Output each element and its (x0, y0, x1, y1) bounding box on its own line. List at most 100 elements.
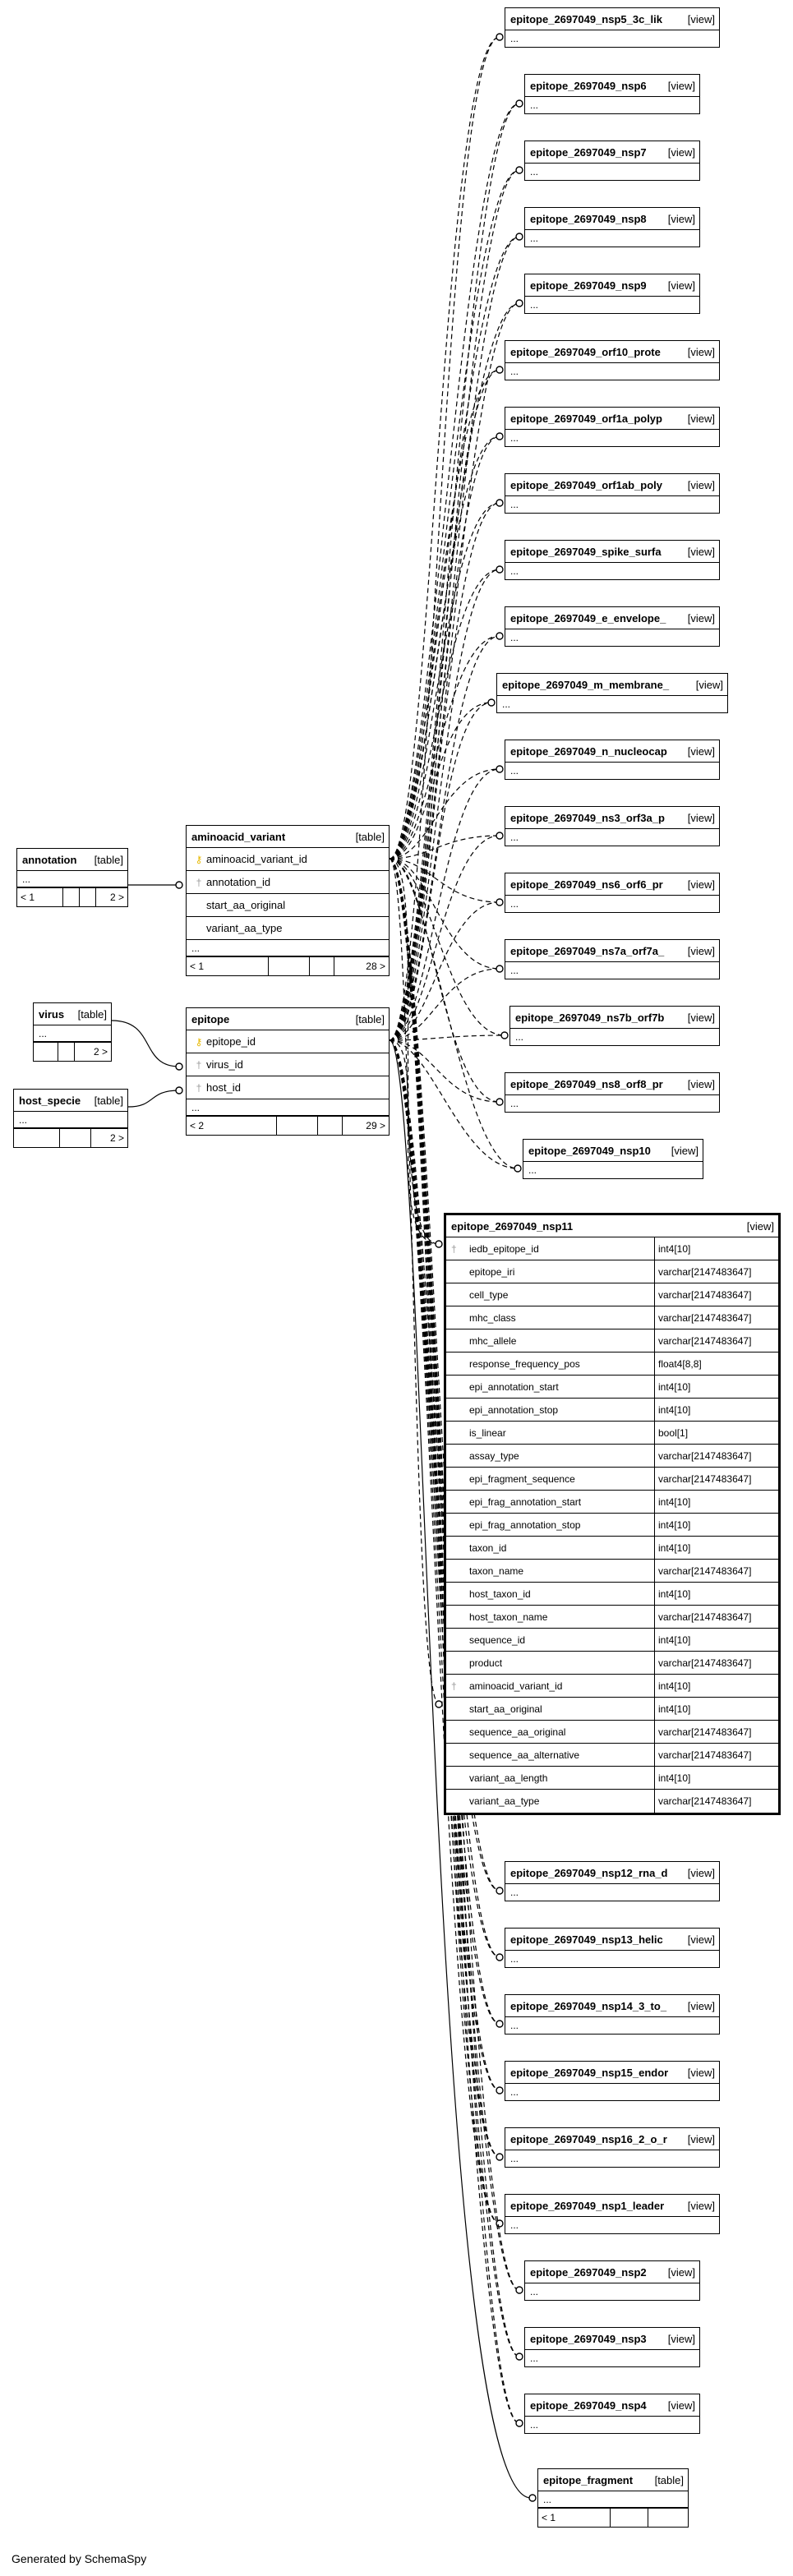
aminoacid-variant-column[interactable]: †annotation_id (187, 871, 389, 894)
view-epitope-2697049-nsp2-table[interactable]: epitope_2697049_nsp2[view]... (524, 2260, 700, 2301)
view-epitope-2697049-m-membrane--table[interactable]: epitope_2697049_m_membrane_[view]... (496, 673, 728, 713)
view-epitope-2697049-ns7b-orf7b-title[interactable]: epitope_2697049_ns7b_orf7b (515, 1011, 665, 1024)
host-specie-header[interactable]: host_specie[table] (14, 1090, 127, 1112)
aminoacid-variant-column[interactable]: start_aa_original (187, 894, 389, 917)
epitope-fragment-table[interactable]: epitope_fragment[table]...< 1 (537, 2468, 689, 2528)
view-epitope-2697049-ns8-orf8-pr-table[interactable]: epitope_2697049_ns8_orf8_pr[view]... (505, 1072, 720, 1113)
view-epitope-2697049-nsp16-2-o-r-header[interactable]: epitope_2697049_nsp16_2_o_r[view] (505, 2128, 719, 2150)
view-epitope-2697049-nsp4-title[interactable]: epitope_2697049_nsp4 (530, 2399, 647, 2412)
view-epitope-2697049-nsp6-header[interactable]: epitope_2697049_nsp6[view] (525, 75, 699, 97)
view-epitope-2697049-ns6-orf6-pr-title[interactable]: epitope_2697049_ns6_orf6_pr (510, 878, 663, 891)
view-epitope-2697049-ns6-orf6-pr-table[interactable]: epitope_2697049_ns6_orf6_pr[view]... (505, 873, 720, 913)
view-epitope-2697049-m-membrane--title[interactable]: epitope_2697049_m_membrane_ (502, 678, 670, 691)
view-epitope-2697049-nsp1-leader-title[interactable]: epitope_2697049_nsp1_leader (510, 2199, 665, 2212)
view-epitope-2697049-orf1a-polyp-header[interactable]: epitope_2697049_orf1a_polyp[view] (505, 408, 719, 430)
view-epitope-2697049-nsp3-table[interactable]: epitope_2697049_nsp3[view]... (524, 2327, 700, 2367)
epitope-table[interactable]: epitope[table]⚷epitope_id†virus_id†host_… (186, 1007, 390, 1136)
view-epitope-2697049-nsp13-helic-table[interactable]: epitope_2697049_nsp13_helic[view]... (505, 1928, 720, 1968)
epitope-column[interactable]: †host_id (187, 1076, 389, 1099)
view-epitope-2697049-nsp7-table[interactable]: epitope_2697049_nsp7[view]... (524, 141, 700, 181)
view-epitope-2697049-n-nucleocap-table[interactable]: epitope_2697049_n_nucleocap[view]... (505, 740, 720, 780)
annotation-header[interactable]: annotation[table] (17, 849, 127, 871)
view-epitope-2697049-nsp8-title[interactable]: epitope_2697049_nsp8 (530, 212, 647, 225)
view-epitope-2697049-nsp2-title[interactable]: epitope_2697049_nsp2 (530, 2265, 647, 2279)
view-epitope-2697049-nsp5-3c-lik-table[interactable]: epitope_2697049_nsp5_3c_lik[view]... (505, 7, 720, 48)
epitope-column[interactable]: †virus_id (187, 1053, 389, 1076)
virus-title[interactable]: virus (39, 1007, 65, 1021)
view-epitope-2697049-orf1ab-poly-title[interactable]: epitope_2697049_orf1ab_poly (510, 478, 662, 491)
view-epitope-2697049-orf1a-polyp-title[interactable]: epitope_2697049_orf1a_polyp (510, 412, 662, 425)
view-epitope-2697049-nsp15-endor-table[interactable]: epitope_2697049_nsp15_endor[view]... (505, 2061, 720, 2101)
aminoacid-variant-column[interactable]: variant_aa_type (187, 917, 389, 940)
view-epitope-2697049-nsp4-header[interactable]: epitope_2697049_nsp4[view] (525, 2394, 699, 2417)
view-epitope-2697049-nsp3-header[interactable]: epitope_2697049_nsp3[view] (525, 2328, 699, 2350)
view-epitope-2697049-nsp10-header[interactable]: epitope_2697049_nsp10[view] (523, 1140, 703, 1162)
view-epitope-2697049-nsp16-2-o-r-table[interactable]: epitope_2697049_nsp16_2_o_r[view]... (505, 2127, 720, 2168)
view-epitope-2697049-m-membrane--header[interactable]: epitope_2697049_m_membrane_[view] (497, 674, 727, 696)
view-epitope-2697049-n-nucleocap-title[interactable]: epitope_2697049_n_nucleocap (510, 744, 667, 758)
view-epitope-2697049-nsp7-header[interactable]: epitope_2697049_nsp7[view] (525, 141, 699, 164)
view-epitope-2697049-nsp7-title[interactable]: epitope_2697049_nsp7 (530, 145, 647, 159)
view-epitope-2697049-nsp1-leader-header[interactable]: epitope_2697049_nsp1_leader[view] (505, 2195, 719, 2217)
epitope-header[interactable]: epitope[table] (187, 1008, 389, 1030)
view-epitope-2697049-nsp11-title[interactable]: epitope_2697049_nsp11 (451, 1219, 574, 1233)
view-epitope-2697049-orf10-prote-title[interactable]: epitope_2697049_orf10_prote (510, 345, 661, 358)
view-epitope-2697049-nsp15-endor-header[interactable]: epitope_2697049_nsp15_endor[view] (505, 2062, 719, 2084)
view-epitope-2697049-orf1ab-poly-header[interactable]: epitope_2697049_orf1ab_poly[view] (505, 474, 719, 496)
view-epitope-2697049-ns7a-orf7a--table[interactable]: epitope_2697049_ns7a_orf7a_[view]... (505, 939, 720, 979)
virus-table[interactable]: virus[table]...2 > (33, 1002, 112, 1062)
view-epitope-2697049-nsp1-leader-table[interactable]: epitope_2697049_nsp1_leader[view]... (505, 2194, 720, 2234)
view-epitope-2697049-nsp3-title[interactable]: epitope_2697049_nsp3 (530, 2332, 647, 2345)
view-epitope-2697049-nsp10-table[interactable]: epitope_2697049_nsp10[view]... (523, 1139, 703, 1179)
view-epitope-2697049-n-nucleocap-header[interactable]: epitope_2697049_n_nucleocap[view] (505, 740, 719, 763)
view-epitope-2697049-nsp8-header[interactable]: epitope_2697049_nsp8[view] (525, 208, 699, 230)
view-epitope-2697049-nsp2-header[interactable]: epitope_2697049_nsp2[view] (525, 2261, 699, 2283)
view-epitope-2697049-nsp9-table[interactable]: epitope_2697049_nsp9[view]... (524, 274, 700, 314)
view-epitope-2697049-e-envelope--title[interactable]: epitope_2697049_e_envelope_ (510, 611, 666, 624)
view-epitope-2697049-nsp16-2-o-r-title[interactable]: epitope_2697049_nsp16_2_o_r (510, 2132, 667, 2145)
view-epitope-2697049-nsp12-rna-d-header[interactable]: epitope_2697049_nsp12_rna_d[view] (505, 1862, 719, 1884)
aminoacid-variant-title[interactable]: aminoacid_variant (191, 830, 286, 843)
view-epitope-2697049-nsp13-helic-header[interactable]: epitope_2697049_nsp13_helic[view] (505, 1929, 719, 1951)
view-epitope-2697049-orf1ab-poly-table[interactable]: epitope_2697049_orf1ab_poly[view]... (505, 473, 720, 514)
view-epitope-2697049-orf10-prote-header[interactable]: epitope_2697049_orf10_prote[view] (505, 341, 719, 363)
view-epitope-2697049-nsp11-table[interactable]: epitope_2697049_nsp11[view]†iedb_epitope… (444, 1213, 781, 1815)
annotation-title[interactable]: annotation (22, 853, 77, 866)
view-epitope-2697049-ns8-orf8-pr-title[interactable]: epitope_2697049_ns8_orf8_pr (510, 1077, 663, 1090)
view-epitope-2697049-ns7b-orf7b-table[interactable]: epitope_2697049_ns7b_orf7b[view]... (509, 1006, 720, 1046)
view-epitope-2697049-orf10-prote-table[interactable]: epitope_2697049_orf10_prote[view]... (505, 340, 720, 380)
aminoacid-variant-header[interactable]: aminoacid_variant[table] (187, 826, 389, 848)
view-epitope-2697049-nsp12-rna-d-title[interactable]: epitope_2697049_nsp12_rna_d (510, 1866, 668, 1879)
view-epitope-2697049-nsp5-3c-lik-title[interactable]: epitope_2697049_nsp5_3c_lik (510, 12, 663, 25)
view-epitope-2697049-spike-surfa-table[interactable]: epitope_2697049_spike_surfa[view]... (505, 540, 720, 580)
view-epitope-2697049-nsp10-title[interactable]: epitope_2697049_nsp10 (528, 1144, 651, 1157)
view-epitope-2697049-ns3-orf3a-p-header[interactable]: epitope_2697049_ns3_orf3a_p[view] (505, 807, 719, 829)
view-epitope-2697049-nsp9-title[interactable]: epitope_2697049_nsp9 (530, 279, 647, 292)
view-epitope-2697049-nsp5-3c-lik-header[interactable]: epitope_2697049_nsp5_3c_lik[view] (505, 8, 719, 30)
view-epitope-2697049-ns7a-orf7a--title[interactable]: epitope_2697049_ns7a_orf7a_ (510, 944, 665, 957)
view-epitope-2697049-nsp6-title[interactable]: epitope_2697049_nsp6 (530, 79, 647, 92)
view-epitope-2697049-ns8-orf8-pr-header[interactable]: epitope_2697049_ns8_orf8_pr[view] (505, 1073, 719, 1095)
aminoacid-variant-table[interactable]: aminoacid_variant[table]⚷aminoacid_varia… (186, 825, 390, 976)
view-epitope-2697049-nsp11-header[interactable]: epitope_2697049_nsp11[view] (446, 1215, 778, 1237)
view-epitope-2697049-e-envelope--table[interactable]: epitope_2697049_e_envelope_[view]... (505, 606, 720, 647)
host-specie-table[interactable]: host_specie[table]...2 > (13, 1089, 128, 1148)
